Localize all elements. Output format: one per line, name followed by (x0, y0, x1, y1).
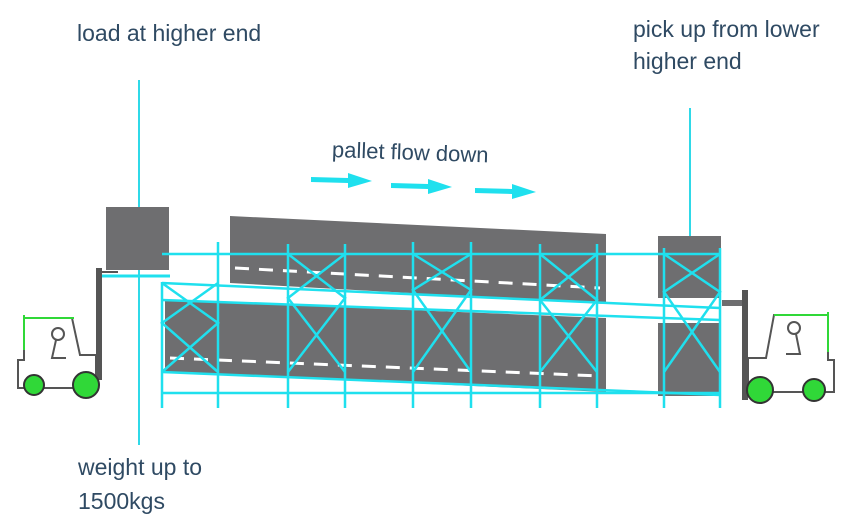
forklift-icon (17, 268, 118, 399)
left-forklift (17, 268, 118, 399)
flow-rack-frame (159, 242, 722, 408)
loading-pallet (106, 207, 169, 270)
forklift-icon (742, 290, 835, 404)
weight-label-line2: 1500kgs (78, 488, 165, 514)
pick-end-pallet-on-forks (722, 300, 742, 306)
load-end-label: load at higher end (77, 20, 262, 46)
roller-dashes (169, 266, 601, 378)
pick-up-label-line1: pick up from lower (633, 16, 820, 42)
arrow-right-icon (391, 179, 452, 194)
flow-arrows (311, 173, 536, 199)
pick-up-label-line2: higher end (633, 48, 742, 74)
pallet-flow-label: pallet flow down (331, 137, 489, 168)
arrow-right-icon (311, 173, 372, 188)
right-forklift (742, 290, 835, 404)
weight-label-line1: weight up to (78, 454, 203, 480)
lower-pallet-row (165, 300, 606, 392)
arrow-right-icon (475, 184, 536, 199)
